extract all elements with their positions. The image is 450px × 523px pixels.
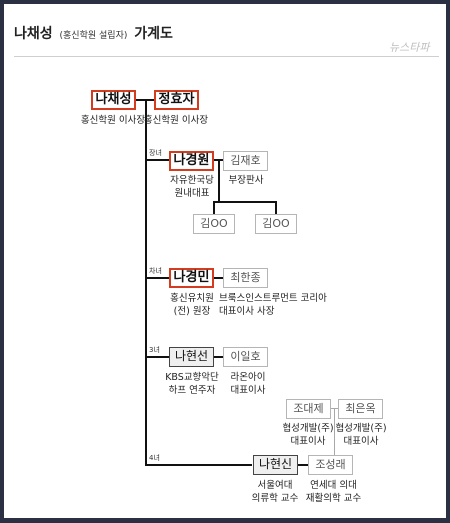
child-1-spouse-box: 김재호 (223, 151, 268, 171)
child-4-box: 나현신 (253, 455, 298, 475)
child-3-order: 3녀 (149, 346, 160, 354)
child-1-box: 나경원 (169, 151, 214, 171)
child-2-spouse-box: 최한종 (223, 268, 268, 288)
diagram-title: 나채성 (홍신학원 설립자) 가계도 (14, 26, 173, 42)
grandchildren-drop (218, 160, 220, 202)
marriage-line-child-3 (213, 356, 224, 358)
descent-trunk (145, 100, 147, 465)
child-2-role: 홍신유치원(전) 원장 (170, 293, 214, 317)
grandchild-1-box: 김OO (193, 214, 235, 234)
title-divider (14, 56, 439, 57)
branch-child-1 (145, 159, 170, 161)
marriage-line-child-4 (298, 464, 309, 466)
branch-child-2 (145, 277, 170, 279)
watermark-logo: 뉴스타파 (389, 41, 430, 54)
child-1-spouse-role: 부장판사 (228, 175, 264, 186)
spouse-role: 홍신학원 이사장 (143, 115, 209, 126)
child-3-spouse-box: 이일호 (223, 347, 268, 367)
child-2-box: 나경민 (169, 268, 214, 288)
branch-child-3 (145, 356, 170, 358)
inlaw-mother-role: 협성개발(주)대표이사 (335, 423, 387, 447)
grandchild-stub-2 (275, 201, 277, 214)
family-tree-panel: 나채성 (홍신학원 설립자) 가계도 뉴스타파 나채성 홍신학원 이사장 정효자… (4, 4, 446, 518)
grandchildren-bar (213, 201, 277, 203)
marriage-line-child-2 (213, 277, 224, 279)
founder-box: 나채성 (91, 90, 136, 110)
founder-role: 홍신학원 이사장 (80, 115, 146, 126)
branch-child-4 (145, 464, 252, 466)
grandchild-stub-1 (213, 201, 215, 214)
child-4-spouse-box: 조성래 (308, 455, 353, 475)
inlaw-father-box: 조대제 (286, 399, 331, 419)
inlaw-descent-line (334, 408, 335, 456)
child-3-box: 나현선 (169, 347, 214, 367)
inlaw-mother-box: 최은옥 (338, 399, 383, 419)
inlaw-father-role: 협성개발(주)대표이사 (282, 423, 334, 447)
grandchild-2-box: 김OO (255, 214, 297, 234)
child-1-order: 장녀 (149, 149, 162, 157)
spouse-box: 정효자 (154, 90, 199, 110)
child-4-order: 4녀 (149, 454, 160, 462)
child-2-order: 차녀 (149, 267, 162, 275)
